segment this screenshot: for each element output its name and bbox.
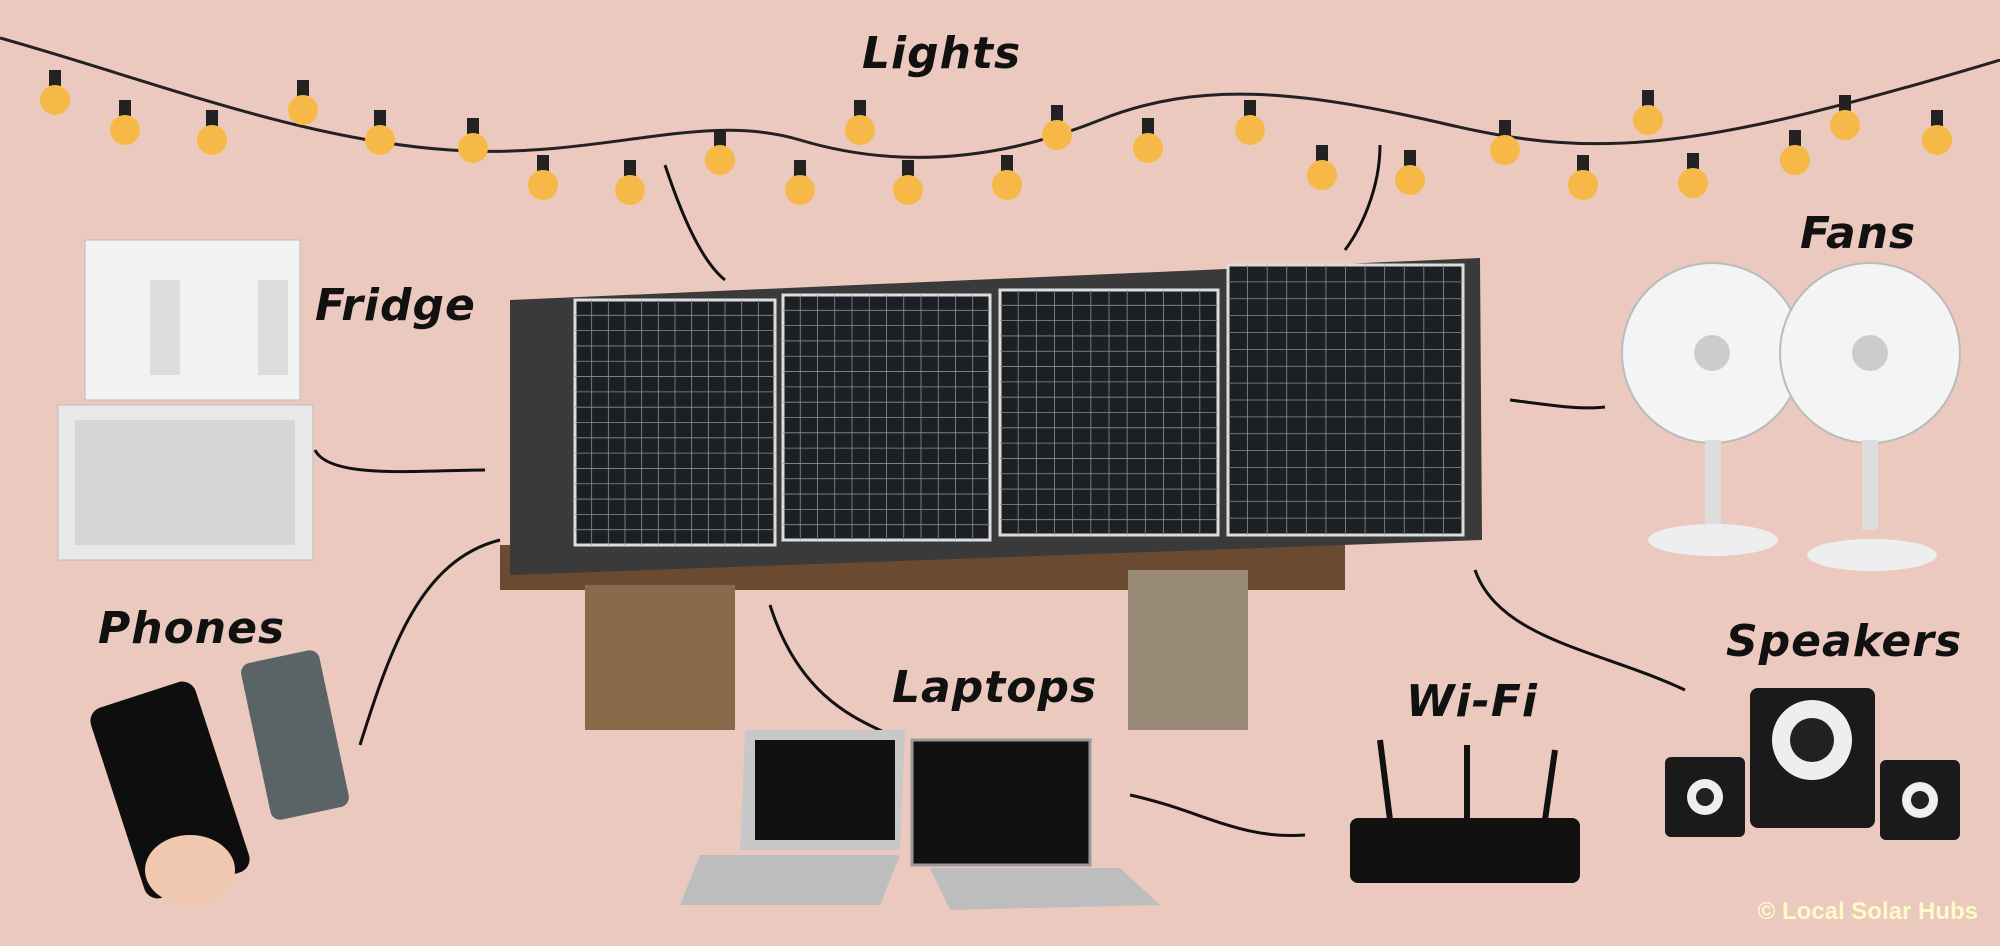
fans-image [1621, 262, 1961, 571]
light-bulb [785, 175, 815, 205]
light-bulb [197, 125, 227, 155]
light-bulb [1780, 145, 1810, 175]
bulb-socket [1642, 90, 1654, 106]
light-bulb [615, 175, 645, 205]
label-fans: Fans [1800, 208, 1917, 259]
fridge-image [57, 239, 314, 561]
bulb-socket [1001, 155, 1013, 171]
light-bulb [1395, 165, 1425, 195]
light-bulb [1922, 125, 1952, 155]
bulb-socket [1142, 118, 1154, 134]
bulb-socket [467, 118, 479, 134]
light-bulb [705, 145, 735, 175]
bulb-socket [714, 130, 726, 146]
label-fridge: Fridge [315, 280, 476, 331]
label-phones: Phones [98, 603, 286, 654]
bulb-socket [1244, 100, 1256, 116]
copyright-credit: © Local Solar Hubs [1757, 898, 1978, 925]
light-bulb [893, 175, 923, 205]
light-bulb [845, 115, 875, 145]
label-speakers: Speakers [1726, 616, 1963, 667]
light-bulb [992, 170, 1022, 200]
bulb-socket [794, 160, 806, 176]
speakers-image [1665, 688, 1960, 840]
bulb-socket [49, 70, 61, 86]
router-image [1350, 739, 1580, 883]
string-lights [40, 70, 1952, 205]
bulb-socket [537, 155, 549, 171]
bulb-socket [902, 160, 914, 176]
bulb-socket [1316, 145, 1328, 161]
bulb-socket [1499, 120, 1511, 136]
light-bulb [458, 133, 488, 163]
light-bulb [528, 170, 558, 200]
bulb-socket [297, 80, 309, 96]
light-bulb [110, 115, 140, 145]
bulb-socket [624, 160, 636, 176]
bulb-socket [1789, 130, 1801, 146]
phones-image [90, 650, 349, 905]
bulb-socket [1839, 95, 1851, 111]
bulb-socket [206, 110, 218, 126]
bulb-socket [1687, 153, 1699, 169]
bulb-socket [119, 100, 131, 116]
light-bulb [1678, 168, 1708, 198]
bulb-socket [374, 110, 386, 126]
label-lights: Lights [862, 28, 1022, 79]
light-bulb [365, 125, 395, 155]
bulb-socket [1577, 155, 1589, 171]
light-bulb [1307, 160, 1337, 190]
label-wifi: Wi-Fi [1406, 676, 1539, 727]
bulb-socket [1931, 110, 1943, 126]
bulb-socket [1404, 150, 1416, 166]
light-bulb [1235, 115, 1265, 145]
laptops-image [680, 730, 1160, 910]
light-bulb [1633, 105, 1663, 135]
light-bulb [1568, 170, 1598, 200]
bulb-socket [854, 100, 866, 116]
solar-panel [510, 258, 1482, 575]
light-bulb [1830, 110, 1860, 140]
light-bulb [1042, 120, 1072, 150]
light-bulb [288, 95, 318, 125]
label-laptops: Laptops [892, 662, 1098, 713]
light-bulb [1133, 133, 1163, 163]
light-bulb [40, 85, 70, 115]
connector-lines [313, 144, 1686, 838]
light-bulb [1490, 135, 1520, 165]
bulb-socket [1051, 105, 1063, 121]
